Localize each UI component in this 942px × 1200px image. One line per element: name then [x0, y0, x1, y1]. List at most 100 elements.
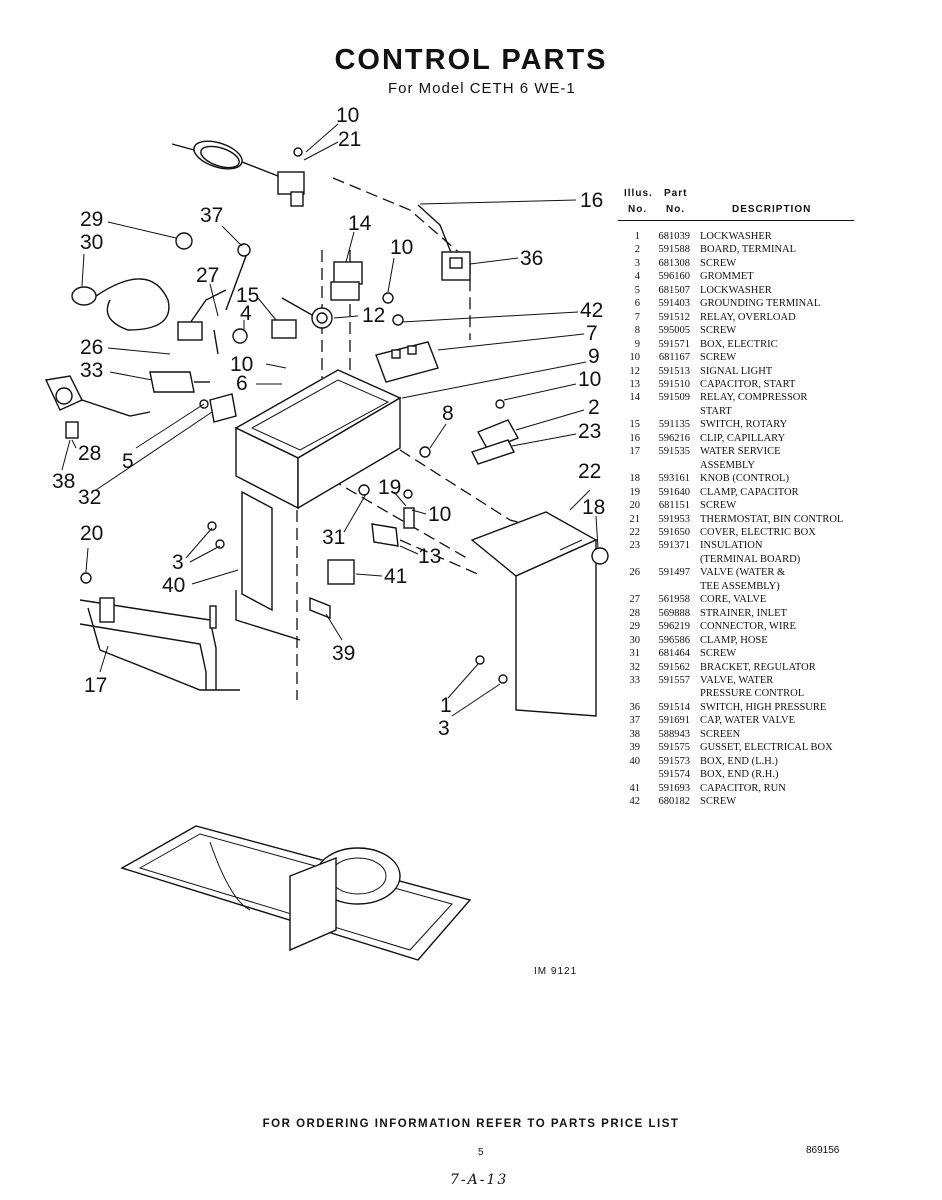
- part-number: 591571: [658, 338, 691, 350]
- part-description: CLAMP, CAPACITOR: [700, 486, 799, 498]
- part-description: BOARD, TERMINAL: [700, 244, 797, 256]
- part-description: CORE, VALVE: [700, 594, 767, 606]
- part-description: LOCKWASHER: [700, 231, 772, 242]
- part-number: 591588: [658, 244, 691, 256]
- illus-number: 38: [629, 728, 641, 740]
- part-description: RELAY, OVERLOAD: [700, 311, 796, 323]
- part-description: CLIP, CAPILLARY: [700, 432, 786, 444]
- parts-row: TEE ASSEMBLY): [618, 580, 854, 593]
- illus-number: 42: [629, 796, 641, 808]
- illus-number: 40: [629, 755, 641, 767]
- part-description: SCREW: [700, 352, 737, 364]
- callout: 27: [196, 264, 219, 287]
- illus-number: 12: [629, 365, 641, 377]
- callout: 5: [122, 450, 134, 473]
- callout-labels: 10 21 16 14 10 36 29 30 37 27 15 4 12 42…: [52, 104, 605, 740]
- callout: 26: [80, 336, 103, 359]
- illus-number: 3: [634, 257, 640, 269]
- ordering-footer: FOR ORDERING INFORMATION REFER TO PARTS …: [262, 1118, 680, 1130]
- part-description: SCREW: [700, 325, 737, 337]
- parts-list-header: Illus. No. Part No. DESCRIPTION: [618, 186, 854, 221]
- part-number: 591497: [658, 567, 691, 579]
- part-number: 588943: [658, 728, 691, 740]
- part-number: 591557: [658, 674, 691, 686]
- illus-number: [618, 405, 640, 418]
- part-number: 596160: [658, 271, 691, 283]
- callout: 10: [390, 236, 413, 259]
- callout: 1: [440, 694, 452, 717]
- callout: 13: [418, 545, 441, 568]
- part-number: [640, 405, 690, 418]
- callout: 21: [338, 128, 361, 151]
- part-description: SCREEN: [700, 728, 741, 740]
- illus-number: 7: [634, 311, 640, 323]
- description-header: DESCRIPTION: [732, 204, 812, 215]
- page-title: CONTROL PARTS: [334, 44, 608, 76]
- part-description: SCREW: [700, 796, 737, 808]
- part-description: CAP, WATER VALVE: [700, 715, 796, 727]
- part-number: 681039: [658, 231, 691, 242]
- parts-row: ASSEMBLY: [618, 459, 854, 472]
- part-description: LOCKWASHER: [700, 284, 772, 296]
- part-description: TEE ASSEMBLY): [700, 580, 780, 592]
- part-description: SWITCH, HIGH PRESSURE: [700, 701, 827, 713]
- part-number: 591650: [658, 526, 691, 538]
- illus-number: 21: [629, 513, 641, 525]
- illus-number: 14: [629, 392, 641, 404]
- part-number: 591510: [658, 378, 691, 390]
- part-description: BRACKET, REGULATOR: [700, 661, 816, 673]
- part-description: VALVE (WATER &: [700, 567, 786, 579]
- callout: 12: [362, 304, 385, 327]
- callout: 8: [442, 402, 454, 425]
- part-number: 561958: [658, 594, 691, 606]
- illus-number: 37: [629, 715, 641, 727]
- part-number: 591953: [658, 513, 691, 525]
- parts-row: (TERMINAL BOARD): [618, 553, 854, 566]
- illus-number: 41: [629, 782, 641, 794]
- part-number: 591512: [658, 311, 691, 323]
- illus-number: 4: [634, 271, 640, 283]
- illus-number: 6: [634, 298, 640, 310]
- part-number: 591693: [658, 782, 691, 794]
- part-description: SCREW: [700, 648, 737, 660]
- part-description: BOX, ELECTRIC: [700, 338, 778, 350]
- illus-number: 20: [629, 500, 641, 512]
- part-number: 591135: [658, 419, 690, 431]
- part-description: KNOB (CONTROL): [700, 473, 789, 485]
- part-header-top: Part: [664, 188, 688, 199]
- part-number: 569888: [658, 607, 691, 619]
- part-number: 591562: [658, 661, 691, 673]
- illus-number: 18: [629, 473, 641, 485]
- part-number: 596586: [658, 634, 691, 646]
- document-number: 869156: [806, 1145, 840, 1156]
- illus-number: 17: [629, 446, 641, 458]
- illus-number: 16: [629, 432, 641, 444]
- illus-header-bottom: No.: [628, 204, 648, 215]
- illus-number: 22: [629, 526, 641, 538]
- part-number: 591640: [658, 486, 691, 498]
- callout: 28: [78, 442, 101, 465]
- part-number: 591574: [658, 769, 691, 781]
- part-number: 681167: [658, 352, 690, 364]
- illus-number: 19: [629, 486, 641, 498]
- part-number: 591513: [658, 365, 691, 377]
- drawing-lines: [44, 140, 609, 961]
